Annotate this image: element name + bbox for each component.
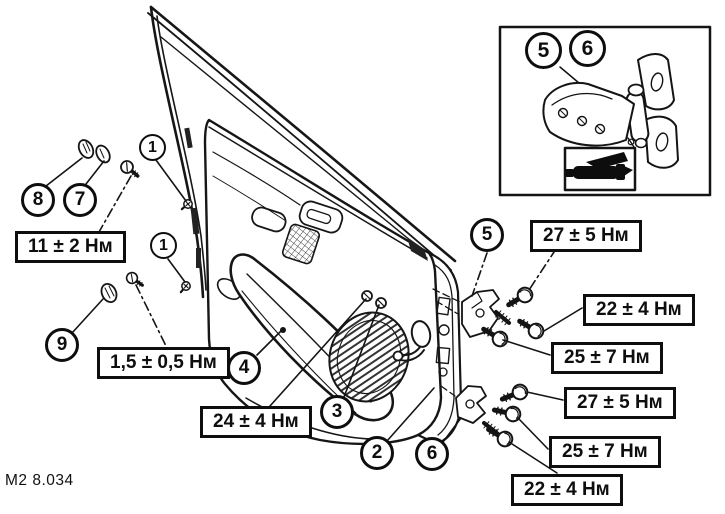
torque-label-upper-hinge-pillar: 25 ± 7 Нм [551,342,663,374]
torque-label-trim-screws: 11 ± 2 Нм [15,231,126,263]
figure-code: M2 8.034 [5,472,74,489]
callout-9: 9 [45,328,79,362]
torque-label-small-screws: 1,5 ± 0,5 Нм [97,347,230,379]
grommet-part-9 [100,282,118,304]
callout-7: 7 [63,183,97,217]
torque-label-lower-hinge-nut: 22 ± 4 Нм [511,474,623,506]
fastener-parts [77,139,196,304]
callout-5: 5 [470,218,504,252]
callout-1-upper: 1 [139,134,166,161]
callout-4: 4 [227,351,261,385]
callout-3: 3 [320,395,354,429]
hinge-hardware [455,285,546,449]
callout-6: 6 [415,437,449,471]
upper-hinge-drawing [461,285,546,349]
door-check-strap [361,290,432,362]
torque-label-upper-hinge-nut: 22 ± 4 Нм [583,294,695,326]
lower-hinge-drawing [455,382,530,448]
door-window-frame [147,5,457,299]
leader-lines [45,157,583,474]
torque-label-lower-hinge-pillar: 25 ± 7 Нм [549,436,661,468]
lubrication-icon [563,146,637,192]
torque-label-upper-hinge-bolt: 27 ± 5 Нм [530,220,642,252]
torque-label-lower-hinge-bolt: 27 ± 5 Нм [564,387,676,419]
inset-callout-6: 6 [569,30,606,67]
washer-part-8 [77,139,95,159]
door-lock-area [435,296,451,377]
callout-2: 2 [360,436,394,470]
torque-label-check-strap: 24 ± 4 Нм [200,406,312,438]
screw-part-9 [122,268,147,292]
callout-1-lower: 1 [150,232,177,259]
inset-callout-5: 5 [525,32,562,69]
callout-8: 8 [21,183,55,217]
door-illustration [147,5,463,446]
inset-hinge-drawing [542,53,679,169]
speaker-grille [328,311,410,403]
grommet-part-7 [95,144,111,164]
inset-hinge-detail [498,25,712,197]
